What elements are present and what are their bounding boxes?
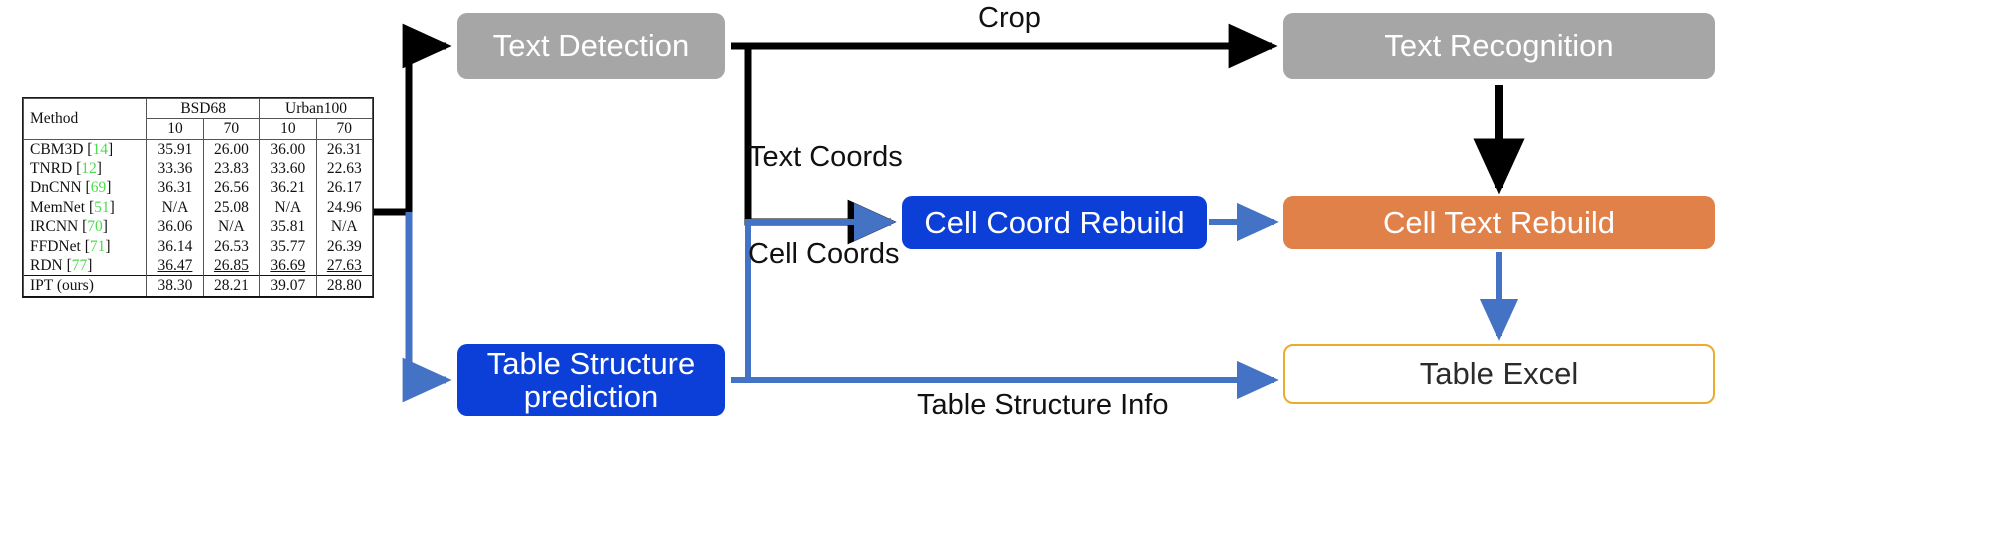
table-cell-value: 26.31 [315,139,374,160]
table-cell-value: 23.83 [202,159,261,179]
source-table-image: Method BSD68 Urban100 10 70 10 70 CBM3D … [22,97,374,298]
node-cell-text-rebuild[interactable]: Cell Text Rebuild [1283,196,1715,249]
node-text-detection-label: Text Detection [492,28,690,64]
edge-label-cell-coords: Cell Coords [748,238,900,270]
table-cell-value: 36.69 [259,255,317,276]
header-bsd68-70: 70 [202,118,261,140]
edge-label-crop: Crop [978,2,1041,34]
node-cell-coord-rebuild-label: Cell Coord Rebuild [924,204,1185,240]
table-cell-value: 26.00 [202,139,261,160]
table-cell-value: 26.56 [202,178,261,198]
header-method: Method [22,98,148,140]
node-text-recognition[interactable]: Text Recognition [1283,13,1715,79]
node-table-structure-prediction[interactable]: Table Structure prediction [457,344,725,416]
edge-label-text-coords: Text Coords [748,141,903,173]
table-cell-method: RDN [77] [22,255,148,276]
table-cell-value: 26.85 [202,255,261,276]
table-cell-value: 39.07 [259,275,317,297]
table-cell-value: 27.63 [315,255,374,276]
table-cell-value: 36.21 [259,178,317,198]
table-cell-method: DnCNN [69] [22,178,148,198]
edge-to-text-detection [402,23,452,212]
table-cell-method: MemNet [51] [22,197,148,218]
table-cell-value: 25.08 [202,197,261,218]
header-urban100-70: 70 [315,118,374,140]
table-cell-value: 35.91 [146,139,204,160]
table-cell-value: 28.21 [202,275,261,297]
table-cell-value: 26.39 [315,236,374,256]
node-table-excel-label: Table Excel [1419,356,1579,392]
table-cell-value: 36.00 [259,139,317,160]
node-text-detection[interactable]: Text Detection [457,13,725,79]
node-table-structure-prediction-label: Table Structure prediction [486,345,696,414]
node-text-recognition-label: Text Recognition [1384,28,1614,64]
table-subheader-row: 10 70 10 70 [24,118,374,140]
table-cell-value: 26.17 [315,178,374,198]
benchmark-table: Method BSD68 Urban100 10 70 10 70 CBM3D … [22,97,374,297]
table-cell-value: 35.77 [259,236,317,256]
header-group-urban100: Urban100 [259,97,373,120]
edge-text-coords [744,46,897,245]
node-cell-coord-rebuild[interactable]: Cell Coord Rebuild [902,196,1207,249]
edge-label-table-structure-info: Table Structure Info [917,389,1169,421]
table-cell-value: 28.80 [315,275,374,297]
table-cell-method: TNRD [12] [22,159,148,179]
edge-to-table-structure [402,212,452,403]
table-cell-value: N/A [315,217,374,237]
table-cell-value: 33.36 [146,159,204,179]
table-cell-method: CBM3D [14] [22,139,148,160]
table-cell-value: 36.31 [146,178,204,198]
table-cell-value: 24.96 [315,197,374,218]
table-cell-value: 22.63 [315,159,374,179]
table-cell-value: 26.53 [202,236,261,256]
table-cell-value: N/A [146,197,204,218]
table-cell-value: 36.47 [146,255,204,276]
table-cell-method: IRCNN [70] [22,217,148,237]
edge-cell-coords [745,202,896,380]
table-cell-value: N/A [202,217,261,237]
table-cell-method: IPT (ours) [22,275,148,297]
node-cell-text-rebuild-label: Cell Text Rebuild [1382,204,1616,240]
node-table-excel[interactable]: Table Excel [1283,344,1715,404]
